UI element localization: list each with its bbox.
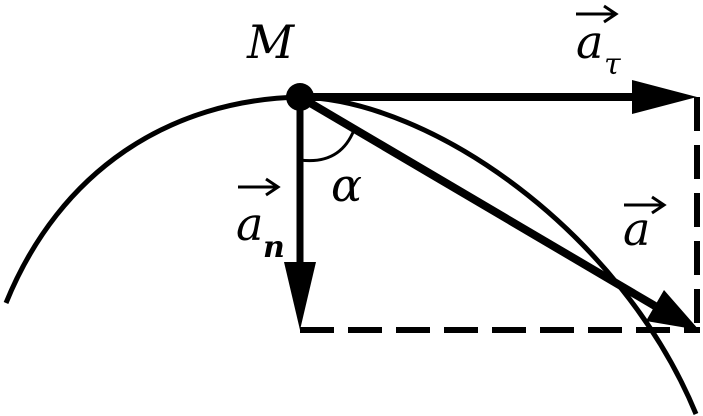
total-acceleration-vector [297,93,699,330]
point-m-marker [286,83,314,111]
trajectory-curve [3,94,699,415]
tangential-vector-label: a τ [576,4,621,82]
total-vector-label: a [623,195,667,256]
tangential-vector-arrow-icon [576,4,619,24]
tangential-vector-symbol: a [576,15,603,69]
total-vector-arrow-icon [624,195,667,215]
normal-acceleration-vector [284,97,316,330]
tangential-vector-subscript: τ [604,47,621,82]
normal-vector-label: a n [236,177,285,265]
normal-vector-subscript: n [263,230,285,265]
total-vector-symbol: a [623,202,650,256]
angle-arc [299,129,356,163]
normal-vector-symbol: a [236,197,263,251]
normal-vector-arrow-icon [238,177,281,197]
angle-label: α [331,158,362,212]
tangential-acceleration-vector [300,80,697,114]
point-label: M [246,15,296,69]
